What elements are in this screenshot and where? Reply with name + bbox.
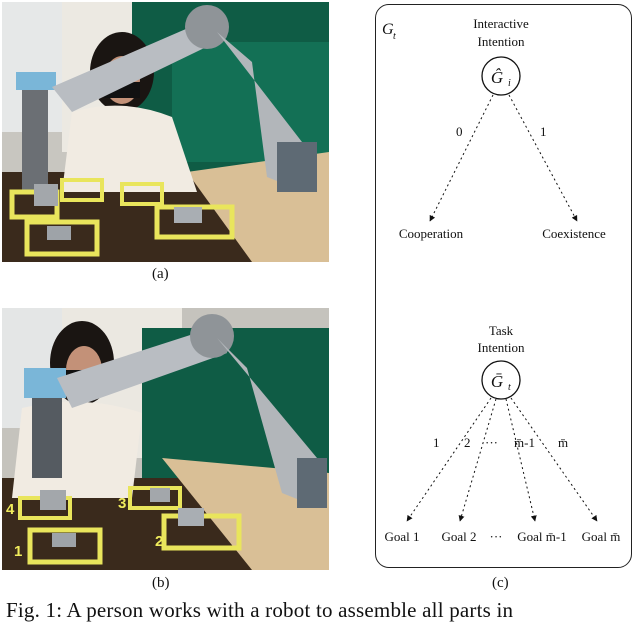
leaf-goal-m: Goal m̄: [582, 529, 621, 544]
subfigure-a-label: (a): [152, 266, 169, 282]
task-node-sub: t: [508, 382, 511, 393]
square-number-1: 1: [14, 543, 22, 560]
leaf-coexistence: Coexistence: [542, 226, 606, 241]
task-edge-label-2: 2: [464, 435, 471, 450]
task-node: [481, 360, 521, 400]
leaf-goal-dots: ···: [490, 529, 503, 544]
task-edge-label-dots: ···: [485, 435, 498, 450]
photo-b: 4 3 1 2: [2, 308, 329, 570]
photo-a: [2, 2, 329, 262]
leaf-goal-m-1: Goal m̄-1: [517, 529, 566, 544]
task-edge-2: [458, 398, 497, 522]
interactive-edge-label-1: 1: [540, 124, 547, 139]
interactive-title-line2: Intention: [478, 34, 525, 49]
task-node-symbol: Ḡ: [491, 372, 503, 391]
square-number-3: 3: [118, 495, 126, 512]
task-edge-label-1: 1: [433, 435, 440, 450]
interactive-edge-0: [429, 94, 494, 222]
interactive-node-symbol: Ĝ: [491, 68, 503, 87]
task-edge-m: [510, 397, 598, 522]
frame-symbol: G: [382, 21, 394, 38]
task-edge-m-1: [505, 398, 537, 522]
task-edge-label-m-1: m̄-1: [514, 435, 535, 450]
interactive-node-sub: i: [508, 78, 511, 89]
square-number-2: 2: [155, 533, 163, 550]
leaf-goal-1: Goal 1: [384, 529, 419, 544]
subfigure-c-label: (c): [492, 575, 509, 591]
leaf-cooperation: Cooperation: [399, 226, 464, 241]
leaf-goal-2: Goal 2: [441, 529, 476, 544]
interactive-node: [481, 56, 521, 96]
interactive-title-line1: Interactive: [473, 16, 529, 31]
intention-diagram: G t Interactive Intention Ĝ i 0 1 Cooper…: [382, 16, 621, 544]
interactive-edge-1: [508, 94, 578, 222]
subfigure-b-label: (b): [152, 575, 170, 591]
square-number-4: 4: [6, 501, 15, 518]
task-title-line1: Task: [489, 323, 514, 338]
frame-symbol-sub: t: [393, 31, 396, 42]
interactive-edge-label-0: 0: [456, 124, 463, 139]
task-title-line2: Intention: [478, 340, 525, 355]
figure-caption: Fig. 1: A person works with a robot to a…: [6, 598, 514, 622]
task-edge-label-m: m̄: [558, 435, 568, 450]
diagram-frame: [375, 4, 632, 568]
task-edge-1: [406, 397, 492, 522]
